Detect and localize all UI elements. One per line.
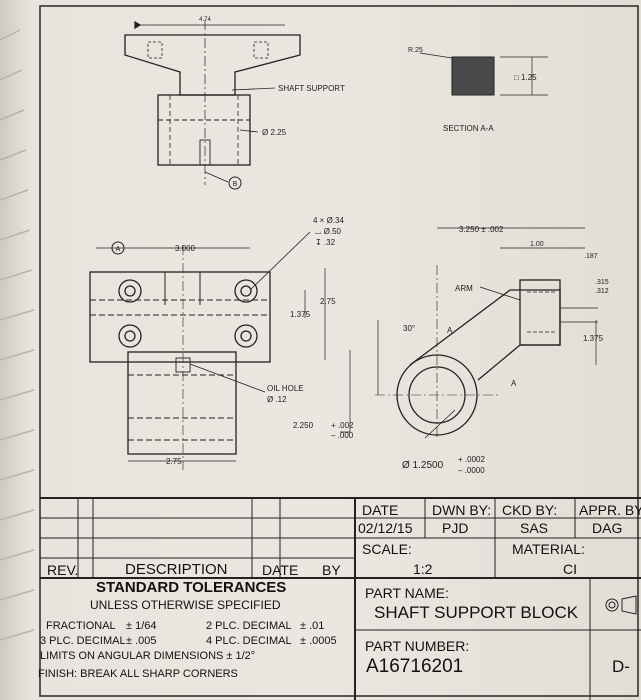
dim-12500-plus: + .0002 xyxy=(458,455,485,464)
finish-note: FINISH: BREAK ALL SHARP CORNERS xyxy=(38,668,238,680)
rev-header: REV. xyxy=(47,562,79,578)
tolerances-title: STANDARD TOLERANCES xyxy=(96,579,287,596)
dim-2250-tol-plus: + .002 xyxy=(331,421,354,430)
scale-value: 1:2 xyxy=(413,561,433,577)
square-dim: □ 1.25 xyxy=(514,73,537,82)
notebook-binding-lines xyxy=(0,29,35,641)
section-marker-bottom: A xyxy=(511,379,517,388)
dim-312: .312 xyxy=(595,288,609,295)
tolerances-subtitle: UNLESS OTHERWISE SPECIFIED xyxy=(90,598,281,612)
dim-275-horizontal: 2.75 xyxy=(166,457,182,466)
projection-symbol-icon xyxy=(605,595,637,615)
dim-275-vertical: 2.75 xyxy=(320,297,336,306)
shaft-support-label: SHAFT SUPPORT xyxy=(278,84,345,93)
hole-callout-depth: ↧ .32 xyxy=(315,238,336,247)
four-plc-label: 4 PLC. DECIMAL xyxy=(206,635,292,647)
sheet-size: D- xyxy=(612,657,630,676)
angle-30-dim: 30° xyxy=(403,324,415,333)
section-a-a-view xyxy=(419,52,548,96)
drawn-by-value: PJD xyxy=(442,520,469,536)
two-plc-value: ± .01 xyxy=(300,620,325,632)
drawn-by-label: DWN BY: xyxy=(432,502,492,518)
hole-callout-count: 4 × Ø.34 xyxy=(313,216,344,225)
checked-by-label: CKD BY: xyxy=(502,502,558,518)
dim-315: .315 xyxy=(595,279,609,286)
hole-callout-counterbore: ⌴ Ø.50 xyxy=(315,227,342,236)
dim-2250-tol-minus: – .000 xyxy=(331,431,354,440)
three-plc-label: 3 PLC. DECIMAL xyxy=(40,635,126,647)
drawing-border xyxy=(39,5,639,697)
diameter-225-dim: Ø 2.25 xyxy=(262,128,287,137)
scale-label: SCALE: xyxy=(362,541,412,557)
side-view xyxy=(375,227,598,440)
datum-b-label: B xyxy=(233,181,238,188)
top-width-dim: 4.74 xyxy=(199,17,211,23)
approved-by-value: DAG xyxy=(592,520,623,536)
dim-12500-minus: – .0000 xyxy=(458,466,485,475)
part-name-label: PART NAME: xyxy=(365,585,450,601)
radius-dim: R.25 xyxy=(408,47,423,54)
section-marker-top: A xyxy=(447,326,453,335)
fractional-label: FRACTIONAL xyxy=(46,620,116,632)
material-label: MATERIAL: xyxy=(512,541,585,557)
description-header: DESCRIPTION xyxy=(125,561,228,578)
datum-a-label: A xyxy=(116,246,121,253)
fractional-value: ± 1/64 xyxy=(126,620,157,632)
arm-label: ARM xyxy=(455,284,473,293)
section-label: SECTION A-A xyxy=(443,124,494,133)
dim-1375-arm: 1.375 xyxy=(583,334,604,343)
front-view xyxy=(89,231,351,470)
three-plc-value: ± .005 xyxy=(126,635,157,647)
dim-3000: 3.000 xyxy=(175,244,196,253)
oil-hole-diameter: Ø .12 xyxy=(267,395,287,404)
material-value: CI xyxy=(563,561,577,577)
part-number-value: A16716201 xyxy=(366,656,464,677)
oil-hole-label: OIL HOLE xyxy=(267,384,304,393)
four-plc-value: ± .0005 xyxy=(300,635,337,647)
part-name-value: SHAFT SUPPORT BLOCK xyxy=(374,603,579,622)
top-view xyxy=(124,20,301,190)
dim-100: 1.00 xyxy=(530,241,544,248)
dim-1375-vertical: 1.375 xyxy=(290,310,311,319)
part-number-label: PART NUMBER: xyxy=(365,638,470,654)
angular-limits: LIMITS ON ANGULAR DIMENSIONS ± 1/2° xyxy=(40,650,256,662)
title-block-grid xyxy=(40,497,641,700)
dim-2250: 2.250 xyxy=(293,421,314,430)
two-plc-label: 2 PLC. DECIMAL xyxy=(206,620,292,632)
date-header: DATE xyxy=(262,562,299,578)
checked-by-value: SAS xyxy=(520,520,549,536)
by-header: BY xyxy=(322,562,341,578)
dim-3250: 3.250 ± .002 xyxy=(459,225,504,234)
dim-187: .187 xyxy=(584,253,598,260)
approved-by-label: APPR. BY xyxy=(579,502,641,518)
date-value: 02/12/15 xyxy=(358,520,413,536)
date-label: DATE xyxy=(362,502,399,518)
dim-12500: Ø 1.2500 xyxy=(402,460,444,471)
